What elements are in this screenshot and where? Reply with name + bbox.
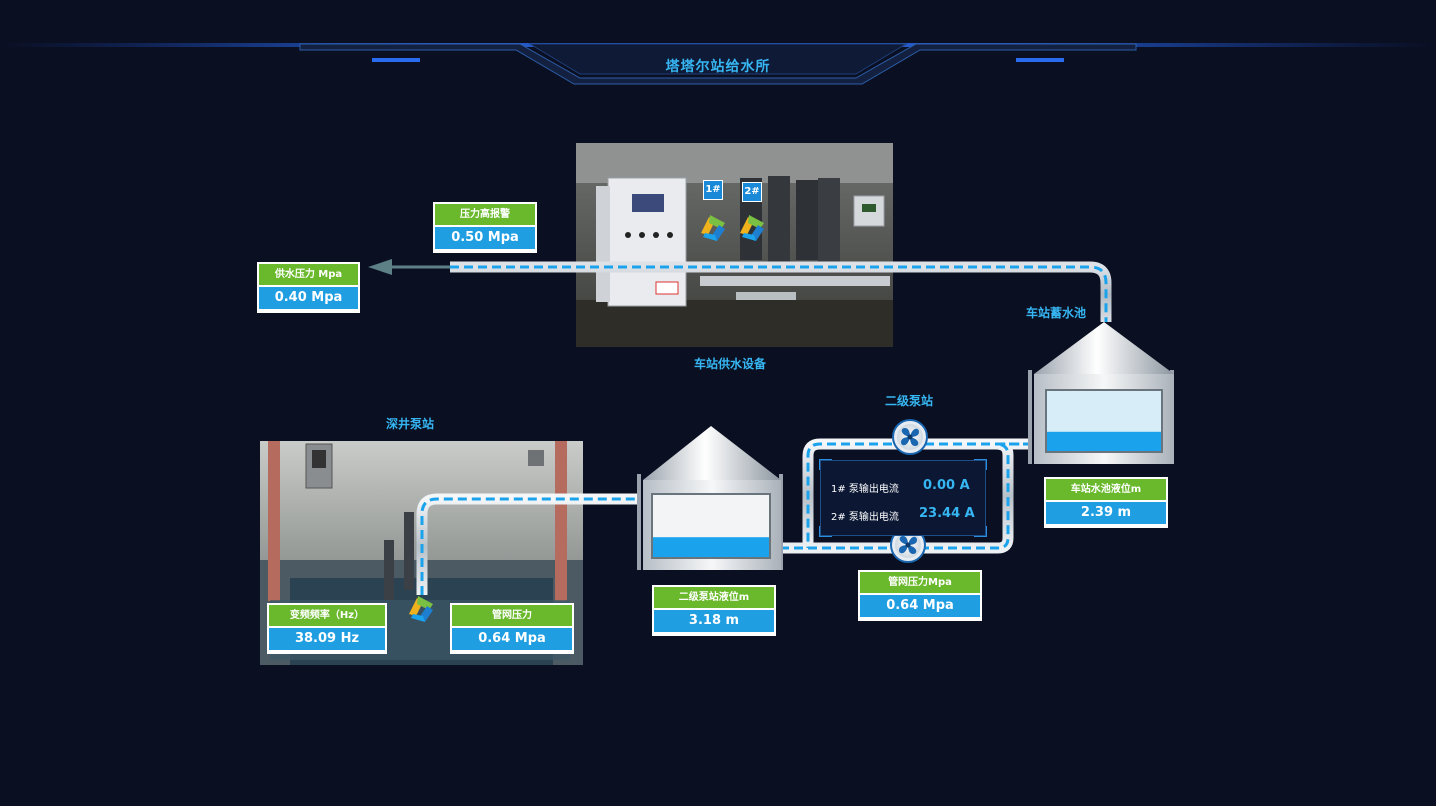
well-frequency-label: 变频频率（Hz） (269, 605, 385, 626)
secondary-level-label: 二级泵站液位m (654, 587, 774, 608)
secondary-level-value: 3.18 m (654, 610, 774, 632)
pump-1-tag: 1# (703, 180, 723, 200)
supply-pressure-value: 0.40 Mpa (259, 287, 358, 309)
pump-1-current-row: 1# 泵输出电流 0.00 A (831, 478, 981, 495)
secondary-tank-water (653, 537, 769, 557)
well-frequency-box[interactable]: 变频频率（Hz） 38.09 Hz (267, 603, 387, 654)
pump-2-status-icon[interactable] (740, 215, 764, 241)
pump-2-current-row: 2# 泵输出电流 23.44 A (831, 506, 981, 523)
pressure-alarm-label: 压力高报警 (435, 204, 535, 225)
header-frame (0, 43, 1436, 85)
pump-current-panel: 1# 泵输出电流 0.00 A 2# 泵输出电流 23.44 A (820, 460, 986, 536)
supply-arrow (368, 259, 450, 275)
secondary-pipe-pressure-label: 管网压力Mpa (860, 572, 980, 593)
pump-2-current-value: 23.44 A (919, 506, 975, 521)
secondary-station-caption: 二级泵站 (884, 394, 933, 408)
secondary-level-box[interactable]: 二级泵站液位m 3.18 m (652, 585, 776, 636)
pump-1-current-value: 0.00 A (923, 478, 970, 493)
secondary-loop-pipe (780, 438, 1032, 554)
supply-pressure-label: 供水压力 Mpa (259, 264, 358, 285)
supply-equipment-photo (576, 143, 893, 347)
well-pipe (416, 493, 640, 595)
pressure-alarm-value: 0.50 Mpa (435, 227, 535, 249)
secondary-pipe-pressure-value: 0.64 Mpa (860, 595, 980, 617)
page-title: 塔塔尔站给水所 (665, 59, 771, 75)
supply-pressure-box[interactable]: 供水压力 Mpa 0.40 Mpa (257, 262, 360, 313)
pump-2-current-label: 2# 泵输出电流 (831, 512, 899, 523)
secondary-tank (637, 426, 783, 570)
storage-tank (1028, 322, 1174, 464)
pump-2-tag: 2# (742, 182, 762, 202)
pump-1-status-icon[interactable] (701, 215, 725, 241)
storage-level-label: 车站水池液位m (1046, 479, 1166, 500)
pump-1-fan-icon[interactable] (892, 419, 928, 455)
pressure-alarm-box[interactable]: 压力高报警 0.50 Mpa (433, 202, 537, 253)
well-frequency-value: 38.09 Hz (269, 628, 385, 650)
pump-1-current-label: 1# 泵输出电流 (831, 484, 899, 495)
supply-equipment-caption: 车站供水设备 (693, 357, 766, 371)
well-pipe-pressure-value: 0.64 Mpa (452, 628, 572, 650)
storage-tank-water (1047, 431, 1161, 451)
well-pipe-pressure-box[interactable]: 管网压力 0.64 Mpa (450, 603, 574, 654)
storage-level-value: 2.39 m (1046, 502, 1166, 524)
deep-well-caption: 深井泵站 (385, 417, 434, 431)
well-pipe-pressure-label: 管网压力 (452, 605, 572, 626)
well-pump-status-icon[interactable] (409, 596, 433, 622)
storage-level-box[interactable]: 车站水池液位m 2.39 m (1044, 477, 1168, 528)
secondary-pipe-pressure-box[interactable]: 管网压力Mpa 0.64 Mpa (858, 570, 982, 621)
storage-tank-caption: 车站蓄水池 (1025, 306, 1086, 320)
supply-pipe (450, 261, 1112, 322)
